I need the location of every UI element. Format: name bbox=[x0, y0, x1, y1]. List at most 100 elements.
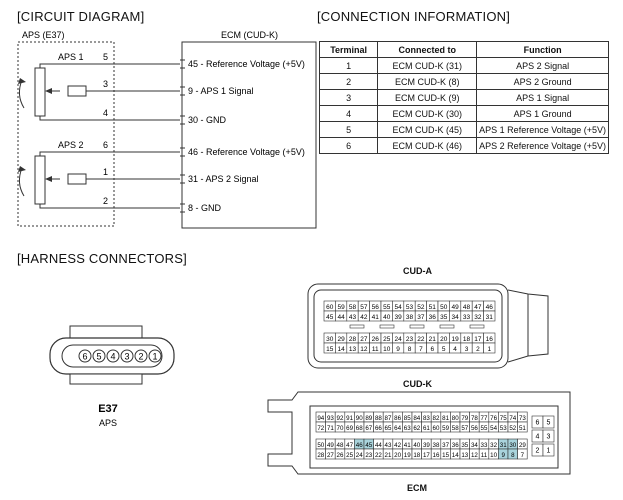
cudk-side-pin-cell bbox=[542, 415, 555, 429]
ecm-terminal-8: 8 - GND bbox=[188, 203, 222, 213]
cudk-pin-number: 40 bbox=[413, 442, 420, 449]
cudk-pin-number: 28 bbox=[317, 452, 324, 459]
aps-pin-6: 6 bbox=[103, 140, 108, 150]
ecm-terminal-30: 30 - GND bbox=[188, 115, 227, 125]
cudk-pin-number: 68 bbox=[356, 425, 363, 432]
cuda-pin-number: 19 bbox=[451, 336, 459, 343]
cuda-pin-number: 45 bbox=[326, 314, 334, 321]
e37-pin bbox=[106, 349, 120, 363]
cudk-pin-number: 54 bbox=[490, 425, 497, 432]
cuda-pin-number: 12 bbox=[360, 346, 368, 353]
e37-pin bbox=[148, 349, 162, 363]
cudk-pin-number: 27 bbox=[327, 452, 334, 459]
cudk-pin-number: 44 bbox=[375, 442, 382, 449]
cuda-key-slot bbox=[469, 324, 485, 329]
cudk-pin-number: 93 bbox=[327, 415, 334, 422]
cudk-pin-number: 25 bbox=[346, 452, 353, 459]
ecm-terminal-46: 46 - Reference Voltage (+5V) bbox=[188, 147, 305, 157]
cudk-pin-number: 48 bbox=[337, 442, 344, 449]
cuda-key-slot bbox=[409, 324, 425, 329]
cuda-pin-number: 35 bbox=[440, 314, 448, 321]
aps-pin-1: 1 bbox=[103, 167, 108, 177]
function-cell: APS 1 Reference Voltage (+5V) bbox=[476, 121, 609, 138]
circuit-diagram-heading: [CIRCUIT DIAGRAM] bbox=[17, 9, 145, 24]
column-header: Connected to bbox=[377, 41, 478, 58]
aps2-label: APS 2 bbox=[58, 140, 84, 150]
cudk-pin-number: 51 bbox=[519, 425, 526, 432]
cudk-pin-number: 7 bbox=[521, 452, 525, 459]
cuda-inner bbox=[313, 289, 503, 363]
cuda-pin-number: 55 bbox=[383, 304, 391, 311]
cuda-pin-number: 15 bbox=[326, 346, 334, 353]
cudk-pin-cell bbox=[517, 421, 528, 433]
cuda-pin-number: 38 bbox=[406, 314, 414, 321]
ecm-terminal-45: 45 - Reference Voltage (+5V) bbox=[188, 59, 305, 69]
cudk-pin-number: 43 bbox=[385, 442, 392, 449]
aps-boundary bbox=[17, 41, 115, 227]
cudk-pin-number: 90 bbox=[356, 415, 363, 422]
cuda-pin-cell bbox=[483, 342, 496, 354]
aps-pin-3: 3 bbox=[103, 79, 108, 89]
cuda-pin-number: 23 bbox=[406, 336, 414, 343]
cudk-pin-number: 35 bbox=[461, 442, 468, 449]
cudk-pin-number: 21 bbox=[385, 452, 392, 459]
cudk-pin-number: 86 bbox=[394, 415, 401, 422]
e37-name: E37 bbox=[98, 403, 118, 415]
cudk-pin-number: 47 bbox=[346, 442, 353, 449]
cudk-pin-number: 60 bbox=[433, 425, 440, 432]
cudk-pin-number: 53 bbox=[500, 425, 507, 432]
cudk-pin-number: 42 bbox=[394, 442, 401, 449]
connected-cell: ECM CUD-K (46) bbox=[377, 137, 478, 154]
ecm-cudk-label: ECM (CUD-K) bbox=[221, 30, 278, 40]
terminal-cell: 1 bbox=[318, 57, 379, 74]
cudk-pin-number: 62 bbox=[413, 425, 420, 432]
cudk-pin-number: 17 bbox=[423, 452, 430, 459]
cuda-pin-number: 11 bbox=[372, 346, 379, 353]
aps-e37-label: APS (E37) bbox=[22, 30, 65, 40]
cuda-pin-number: 26 bbox=[372, 336, 380, 343]
cudk-pin-number: 39 bbox=[423, 442, 430, 449]
cudk-pin-number: 71 bbox=[327, 425, 334, 432]
cuda-pin-number: 60 bbox=[326, 304, 334, 311]
cuda-pin-number: 52 bbox=[417, 304, 425, 311]
harness-connectors-heading: [HARNESS CONNECTORS] bbox=[17, 251, 187, 266]
cudk-side-pin-number: 6 bbox=[536, 420, 540, 427]
cudk-pin-number: 12 bbox=[471, 452, 478, 459]
cudk-pin-number: 74 bbox=[509, 415, 516, 422]
cuda-pin-number: 1 bbox=[487, 346, 491, 353]
cudk-pin-number: 26 bbox=[337, 452, 344, 459]
cuda-pin-number: 6 bbox=[430, 346, 434, 353]
cudk-side-pin-number: 1 bbox=[547, 448, 551, 455]
cudk-pin-number: 79 bbox=[461, 415, 468, 422]
cuda-label: CUD-A bbox=[403, 266, 432, 276]
cudk-pin-number: 66 bbox=[375, 425, 382, 432]
cuda-pin-number: 13 bbox=[349, 346, 357, 353]
e37-pin bbox=[92, 349, 106, 363]
cuda-pin-number: 32 bbox=[474, 314, 482, 321]
cudk-pin-number: 73 bbox=[519, 415, 526, 422]
cudk-pin-number: 38 bbox=[433, 442, 440, 449]
e37-pin bbox=[78, 349, 92, 363]
cuda-pin-number: 51 bbox=[429, 304, 437, 311]
terminal-cell: 4 bbox=[318, 105, 379, 122]
cudk-pin-number: 81 bbox=[442, 415, 449, 422]
cudk-pin-number: 31 bbox=[500, 442, 507, 449]
function-cell: APS 2 Reference Voltage (+5V) bbox=[476, 137, 609, 154]
cudk-side-pin-number: 3 bbox=[547, 434, 551, 441]
cudk-pin-number: 75 bbox=[500, 415, 507, 422]
terminal-cell: 2 bbox=[318, 73, 379, 90]
cudk-pin-number: 88 bbox=[375, 415, 382, 422]
cudk-pin-number: 94 bbox=[317, 415, 324, 422]
cuda-pin-number: 4 bbox=[453, 346, 457, 353]
cuda-pin-number: 34 bbox=[451, 314, 459, 321]
cudk-pin-number: 64 bbox=[394, 425, 401, 432]
e37-bottom-tab bbox=[69, 373, 143, 385]
cudk-pin-number: 52 bbox=[509, 425, 516, 432]
terminal-cell: 5 bbox=[318, 121, 379, 138]
cudk-pin-number: 65 bbox=[385, 425, 392, 432]
cudk-pin-number: 56 bbox=[471, 425, 478, 432]
connected-cell: ECM CUD-K (31) bbox=[377, 57, 478, 74]
ecm-box bbox=[181, 41, 317, 229]
